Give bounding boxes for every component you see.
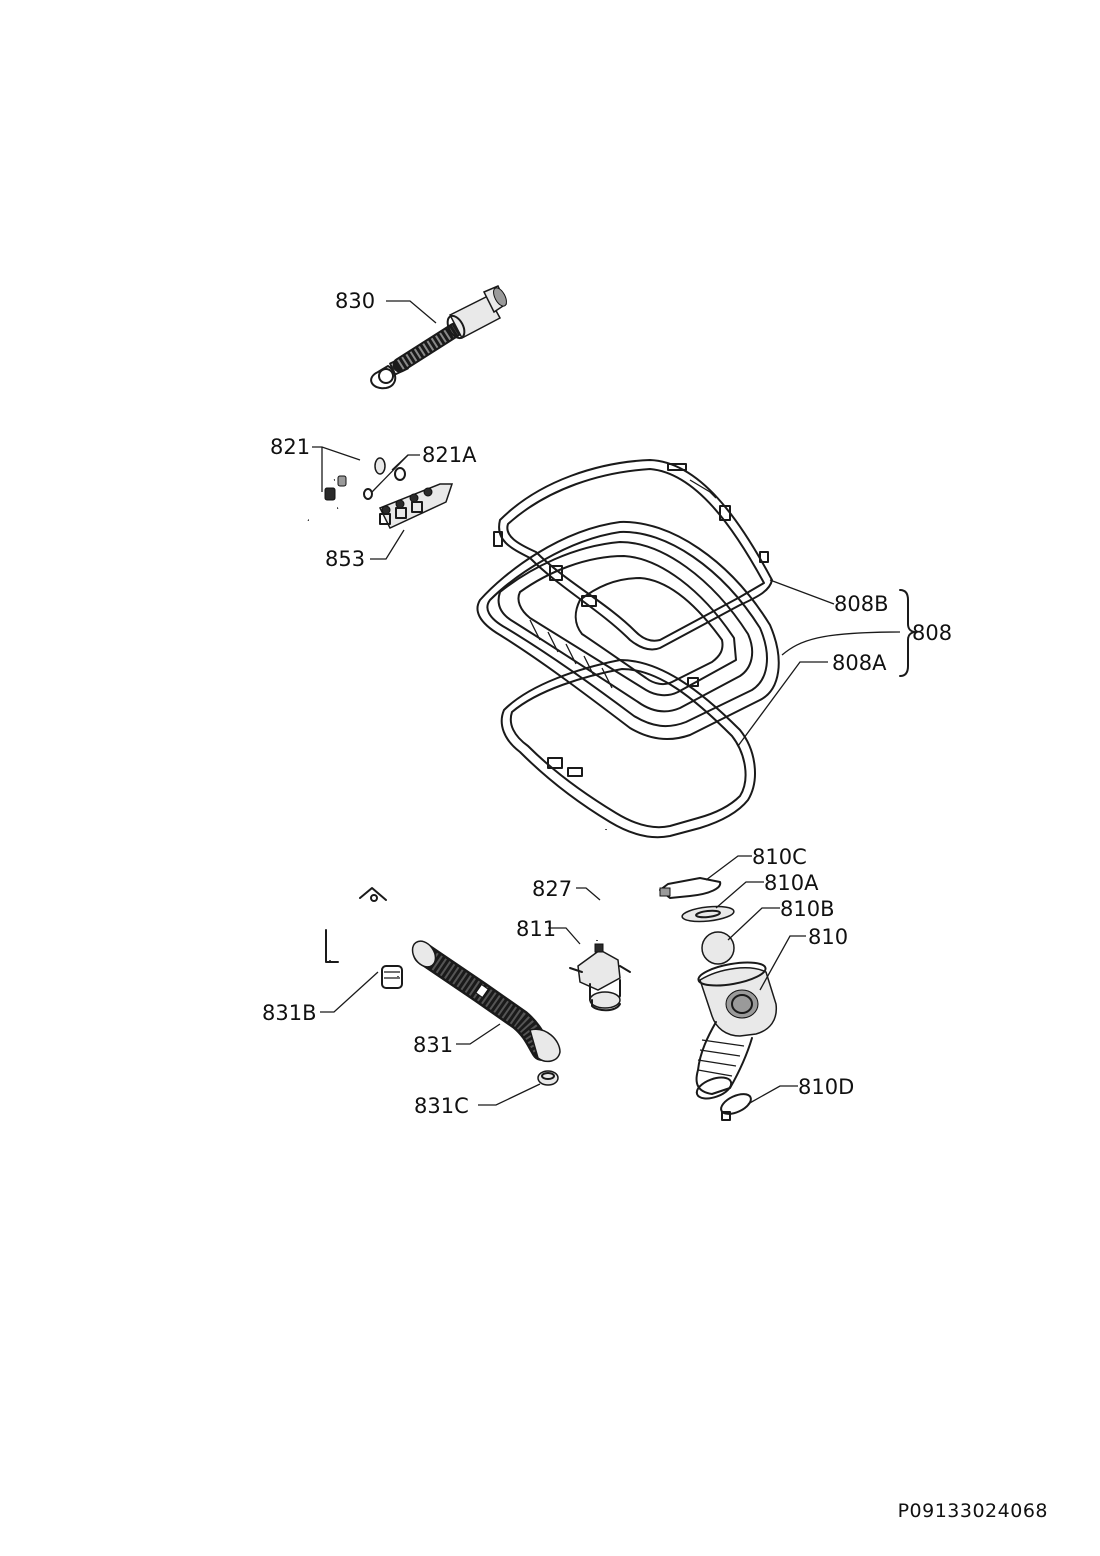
part-830-inlet-hose bbox=[370, 285, 507, 390]
part-808-door-hinge-frame bbox=[476, 520, 780, 740]
label-821: 821 bbox=[270, 435, 310, 459]
part-831B-hose-hanger bbox=[325, 887, 405, 989]
part-821-hoses bbox=[302, 457, 386, 522]
label-830: 830 bbox=[335, 289, 375, 313]
label-831B: 831B bbox=[262, 1001, 317, 1025]
label-808A: 808A bbox=[832, 651, 887, 675]
part-811-pressure-switch bbox=[569, 943, 631, 1012]
part-831C-hose-clip bbox=[537, 1070, 559, 1086]
label-831C: 831C bbox=[414, 1094, 469, 1118]
part-827-tube bbox=[595, 829, 608, 941]
label-810B: 810B bbox=[780, 897, 835, 921]
label-811: 811 bbox=[516, 917, 556, 941]
label-810C: 810C bbox=[752, 845, 807, 869]
label-827: 827 bbox=[532, 877, 572, 901]
part-810C-filter-cap bbox=[659, 877, 722, 899]
part-810D-clamp bbox=[720, 1093, 752, 1121]
part-821A-clips bbox=[363, 467, 406, 500]
part-810-pump-housing bbox=[695, 961, 778, 1100]
part-808A-door-frame-inner bbox=[500, 659, 756, 839]
label-821A: 821A bbox=[422, 443, 477, 467]
part-853-valve-bracket bbox=[378, 483, 454, 529]
label-810D: 810D bbox=[798, 1075, 854, 1099]
label-810: 810 bbox=[808, 925, 848, 949]
part-810B-ball bbox=[701, 931, 735, 965]
part-831-drain-hose bbox=[411, 940, 561, 1063]
label-808B: 808B bbox=[834, 592, 889, 616]
document-code: P09133024068 bbox=[897, 1500, 1048, 1522]
label-810A: 810A bbox=[764, 871, 819, 895]
part-810A-gasket bbox=[681, 905, 735, 923]
label-853: 853 bbox=[325, 547, 365, 571]
label-831: 831 bbox=[413, 1033, 453, 1057]
label-808: 808 bbox=[912, 621, 952, 645]
